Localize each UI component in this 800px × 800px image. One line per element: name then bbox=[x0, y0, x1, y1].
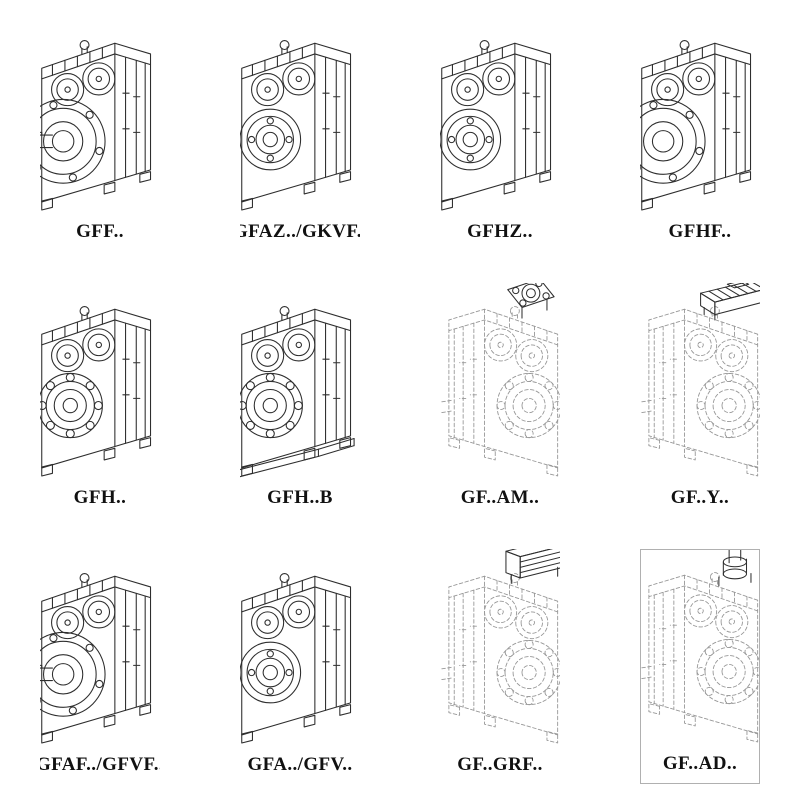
gearbox-flange-shaft-drawing bbox=[40, 39, 152, 211]
gearbox-bearing-base-drawing bbox=[240, 306, 355, 482]
model-label: GFH..B bbox=[267, 487, 333, 509]
model-label: GF..AD.. bbox=[662, 752, 738, 774]
gearbox-input-flange-drawing bbox=[440, 282, 560, 477]
gearbox-motor-drawing bbox=[640, 282, 760, 477]
catalog-cell-gff: GFF.. bbox=[40, 16, 160, 251]
gearbox-hollow-shaft-drawing bbox=[240, 39, 352, 211]
catalog-cell-gfhf: GFHF.. bbox=[640, 16, 760, 251]
catalog-cell-gf-grf: GF..GRF.. bbox=[440, 549, 560, 784]
catalog-cell-gf-ad: GF..AD.. bbox=[640, 549, 760, 784]
model-label: GF..GRF.. bbox=[457, 753, 543, 775]
gearbox-hollow-shaft-drawing bbox=[240, 573, 352, 744]
catalog-cell-gfhz: GFHZ.. bbox=[440, 16, 560, 251]
gearbox-flange-drawing bbox=[640, 39, 752, 211]
catalog-cell-gfh-b: GFH..B bbox=[240, 283, 360, 518]
catalog-cell-gfh: GFH.. bbox=[40, 283, 160, 518]
gearbox-flange-shaft-drawing bbox=[40, 573, 152, 744]
model-label: GFH.. bbox=[73, 487, 127, 509]
catalog-cell-gfaf-gfvf: GFAF../GFVF.. bbox=[40, 549, 160, 784]
gearbox-bearing-drawing bbox=[40, 306, 152, 477]
model-label: GF..Y.. bbox=[670, 487, 730, 509]
input-shaft-attachment bbox=[718, 550, 752, 587]
model-label: GFAZ../GKVF.. bbox=[240, 220, 360, 242]
model-label: GFA../GFV.. bbox=[247, 753, 353, 775]
motor-attachment bbox=[700, 282, 760, 321]
model-label: GFHZ.. bbox=[467, 220, 533, 242]
model-label: GFF.. bbox=[76, 220, 124, 242]
model-label: GFAF../GFVF.. bbox=[40, 753, 160, 775]
model-label: GFHF.. bbox=[668, 220, 732, 242]
catalog-cell-gf-y: GF..Y.. bbox=[640, 282, 760, 518]
input-flange-attachment bbox=[507, 282, 555, 319]
gearbox-input-shaft-drawing bbox=[641, 550, 759, 743]
gearbox-hollow-shaft-drawing bbox=[440, 39, 552, 211]
gearbox-adapter-housing-drawing bbox=[440, 549, 560, 744]
catalog-cell-gfa-gfv: GFA../GFV.. bbox=[240, 549, 360, 784]
catalog-cell-gfaz-gkvf: GFAZ../GKVF.. bbox=[240, 16, 360, 251]
adapter-housing-attachment bbox=[505, 549, 560, 584]
model-label: GF..AM.. bbox=[460, 487, 540, 509]
catalog-cell-gf-am: GF..AM.. bbox=[440, 282, 560, 518]
